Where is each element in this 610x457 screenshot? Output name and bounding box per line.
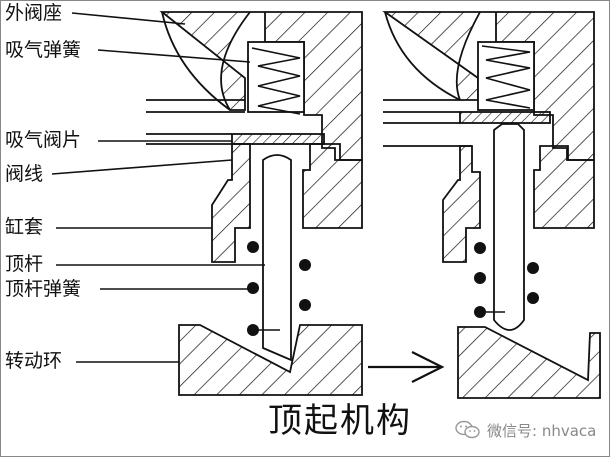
right-arrow-icon — [368, 351, 445, 383]
label-cylinder-sleeve: 缸套 — [5, 216, 44, 238]
label-outer-valve-seat: 外阀座 — [5, 2, 63, 24]
rotating-ring-right — [457, 326, 601, 399]
label-suction-spring: 吸气弹簧 — [5, 39, 82, 61]
leader-lines — [51, 12, 280, 363]
suction-spring-right — [481, 45, 531, 109]
rotating-ring-left — [178, 324, 363, 396]
suction-spring-left — [251, 47, 301, 115]
cylinder-sleeve-right — [442, 145, 481, 263]
push-rod-spring-right — [474, 242, 539, 318]
right-assembly — [382, 11, 601, 399]
cylinder-sleeve-left — [211, 143, 251, 263]
label-rotating-ring: 转动环 — [5, 350, 63, 372]
label-suction-valve-plate: 吸气阀片 — [5, 129, 82, 151]
label-push-rod-spring: 顶杆弹簧 — [5, 278, 82, 300]
label-push-rod: 顶杆 — [5, 253, 44, 275]
valve-body-right-right — [533, 145, 595, 229]
wechat-icon — [455, 420, 481, 443]
watermark-text: 微信号: nhvaca — [487, 422, 597, 440]
suction-valve-plate-right — [459, 111, 551, 124]
valve-body-right-left — [302, 143, 363, 229]
diagram-title: 顶起机构 — [268, 401, 412, 441]
left-assembly — [146, 11, 363, 396]
watermark: 微信号: nhvaca — [455, 420, 596, 443]
suction-valve-plate-left — [231, 133, 325, 145]
push-rod-right — [493, 123, 525, 331]
label-valve-line: 阀线 — [5, 163, 44, 185]
spring-housing-right — [477, 41, 535, 111]
push-rod-left — [262, 154, 292, 362]
